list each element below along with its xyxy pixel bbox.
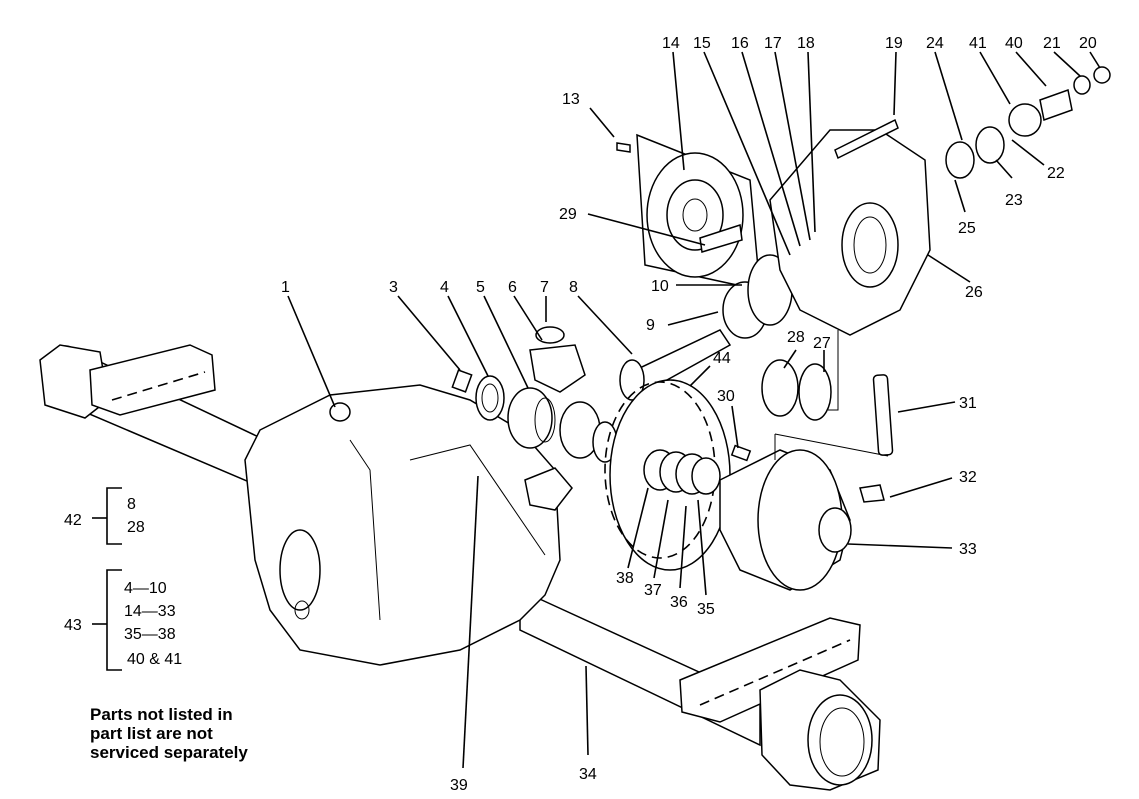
- service-note: Parts not listed in part list are not se…: [90, 705, 248, 762]
- callout-5: 5: [476, 279, 485, 296]
- callout-14: 14: [662, 35, 680, 52]
- callout-36: 36: [670, 594, 688, 611]
- callout-33: 33: [959, 541, 977, 558]
- group-brackets: [92, 487, 122, 671]
- differential-parts: [451, 326, 894, 591]
- callout-1: 1: [281, 279, 290, 296]
- callout-6: 6: [508, 279, 517, 296]
- group-43-item: 4—10: [124, 580, 167, 597]
- callout-22: 22: [1047, 165, 1065, 182]
- group-43-item: 40 & 41: [127, 651, 182, 668]
- callout-40: 40: [1005, 35, 1023, 52]
- callout-25: 25: [958, 220, 976, 237]
- callout-9: 9: [646, 317, 655, 334]
- callout-labels: 1 3 4 5 6 7 8 9 10 13 14 15 16 17 18 19 …: [64, 35, 1097, 794]
- service-note-line: part list are not: [90, 724, 213, 743]
- callout-35: 35: [697, 601, 715, 618]
- callout-39: 39: [450, 777, 468, 794]
- callout-13: 13: [562, 91, 580, 108]
- callout-17: 17: [764, 35, 782, 52]
- callout-37: 37: [644, 582, 662, 599]
- callout-26: 26: [965, 284, 983, 301]
- carrier-assembly: [616, 66, 1111, 339]
- service-note-line: serviced separately: [90, 743, 248, 762]
- group-43-label: 43: [64, 617, 82, 634]
- group-42-label: 42: [64, 512, 82, 529]
- callout-20: 20: [1079, 35, 1097, 52]
- group-43-item: 35—38: [124, 626, 176, 643]
- callout-32: 32: [959, 469, 977, 486]
- callout-10: 10: [651, 278, 669, 295]
- callout-19: 19: [885, 35, 903, 52]
- callout-4: 4: [440, 279, 449, 296]
- group-42-item: 28: [127, 519, 145, 536]
- callout-18: 18: [797, 35, 815, 52]
- callout-3: 3: [389, 279, 398, 296]
- callout-16: 16: [731, 35, 749, 52]
- callout-23: 23: [1005, 192, 1023, 209]
- callout-44: 44: [713, 350, 731, 367]
- callout-7: 7: [540, 279, 549, 296]
- group-43-item: 14—33: [124, 603, 176, 620]
- callout-30: 30: [717, 388, 735, 405]
- axle-housing: [39, 344, 881, 791]
- callout-38: 38: [616, 570, 634, 587]
- callout-28: 28: [787, 329, 805, 346]
- leader-lines: [287, 51, 1101, 769]
- callout-34: 34: [579, 766, 597, 783]
- group-42-item: 8: [127, 496, 136, 513]
- callout-24: 24: [926, 35, 944, 52]
- callout-29: 29: [559, 206, 577, 223]
- callout-15: 15: [693, 35, 711, 52]
- callout-21: 21: [1043, 35, 1061, 52]
- callout-27: 27: [813, 335, 831, 352]
- service-note-line: Parts not listed in: [90, 705, 233, 724]
- callout-41: 41: [969, 35, 987, 52]
- callout-31: 31: [959, 395, 977, 412]
- callout-8: 8: [569, 279, 578, 296]
